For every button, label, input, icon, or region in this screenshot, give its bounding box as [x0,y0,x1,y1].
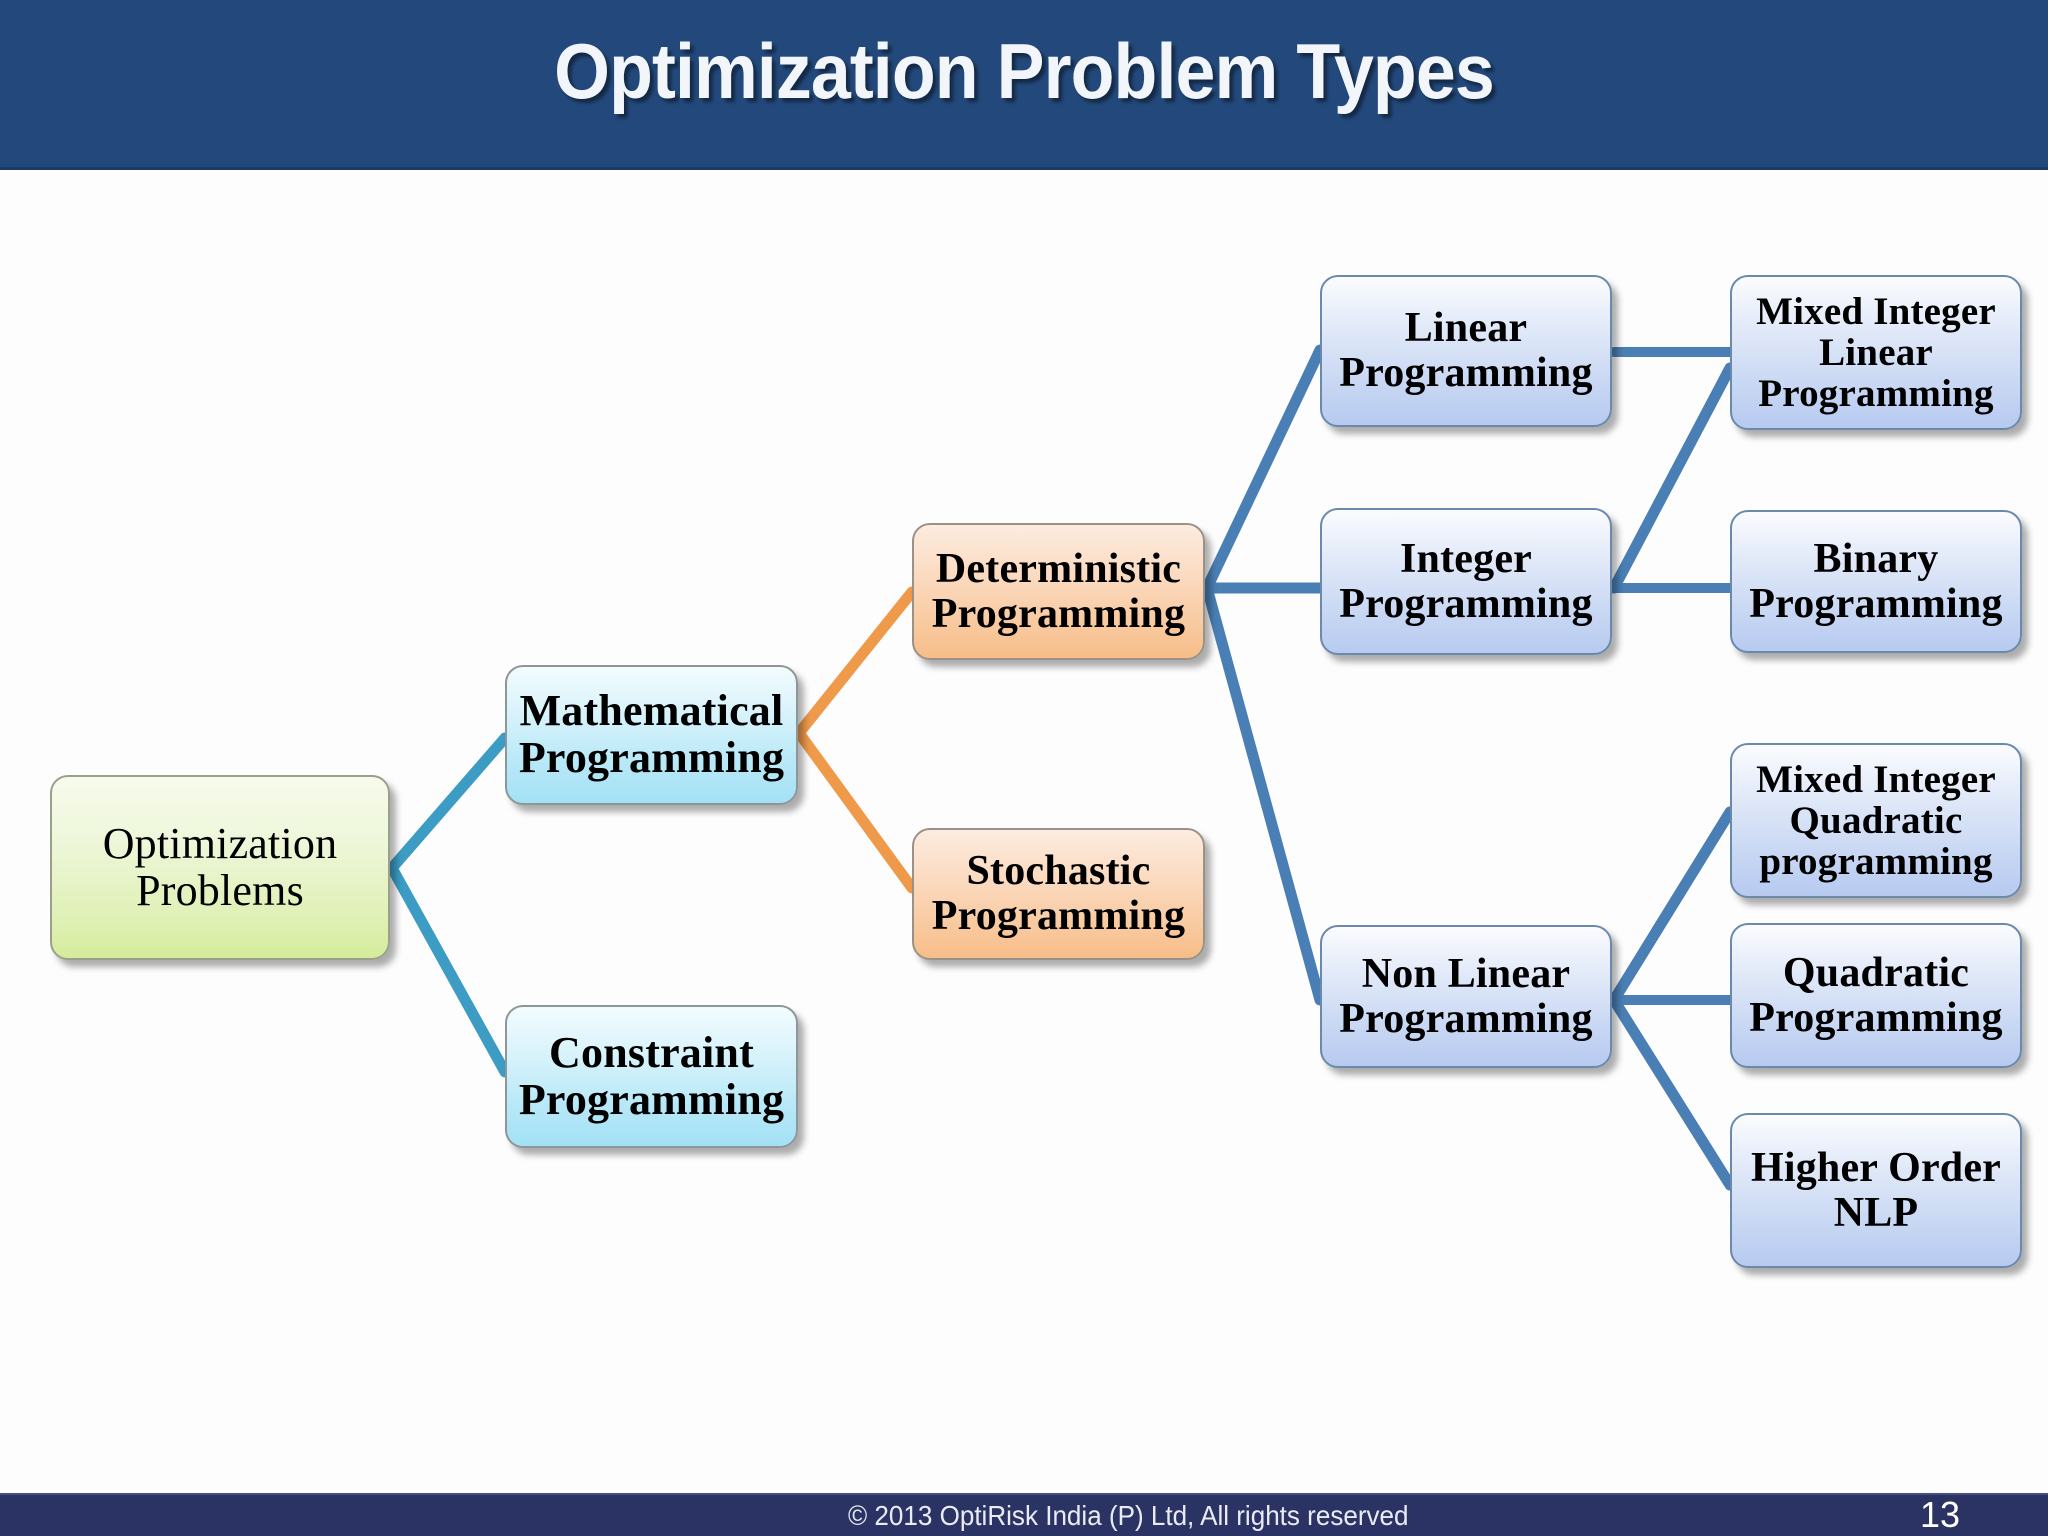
edge-deterministic-to-linear [1201,344,1326,594]
page-title: Optimization Problem Types [554,27,1495,115]
header-band [0,0,2048,170]
edge-optimization-to-mathematical [386,732,511,874]
page-number: 13 [1919,1494,1961,1535]
edge-mathematical-to-stochastic [793,727,918,894]
edge-mathematical-to-deterministic [793,586,918,739]
edge-integer-to-mixed-integer-linear [1608,362,1736,594]
footer-band [0,1493,2048,1536]
edge-non-linear-to-higher-order-nlp [1608,994,1736,1191]
footer-copyright: © 2013 OptiRisk India (P) Ltd, All right… [848,1500,1409,1531]
edge-deterministic-to-non-linear [1201,582,1326,1006]
edge-optimization-to-constraint [386,862,511,1078]
edge-non-linear-to-mixed-integer-quadratic [1608,806,1736,1006]
